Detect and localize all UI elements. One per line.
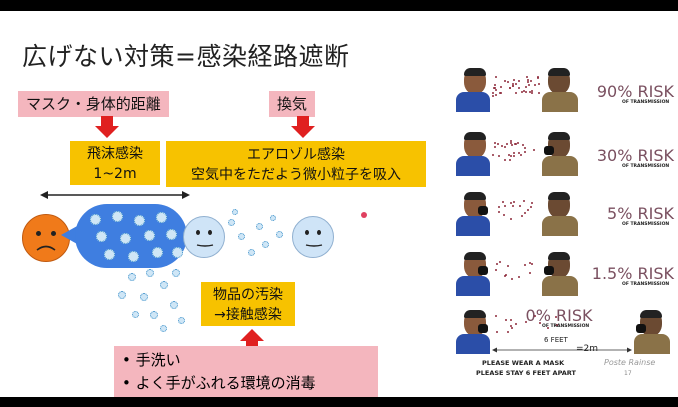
listener-icon bbox=[542, 252, 578, 296]
ventilation-label: 換気 bbox=[269, 91, 316, 117]
bullet-text: 手洗い bbox=[135, 351, 181, 369]
droplet-spray-icon bbox=[494, 314, 564, 336]
virus-particle-icon bbox=[144, 230, 155, 241]
six-feet-arrow-icon bbox=[492, 347, 632, 353]
speech-tail-icon bbox=[61, 225, 79, 245]
virus-particle-icon bbox=[172, 247, 183, 258]
droplet-spray-icon bbox=[492, 260, 536, 282]
risk-caption: OF TRANSMISSION bbox=[622, 164, 670, 169]
droplet-box: 飛沫感染 1~2m bbox=[70, 141, 160, 185]
virus-particle-icon bbox=[248, 249, 255, 256]
virus-particle-icon bbox=[166, 229, 177, 240]
contact-label: 物品の汚染 bbox=[213, 287, 283, 303]
risk-infographic: 90% RISK OF TRANSMISSION 30% RISK OF TRA… bbox=[444, 48, 678, 388]
virus-particle-icon bbox=[150, 311, 158, 319]
distance-notice: PLEASE STAY 6 FEET APART bbox=[476, 369, 576, 377]
bullet-mark: • bbox=[122, 374, 131, 392]
risk-value: 5% RISK bbox=[607, 204, 674, 223]
virus-particle-icon bbox=[128, 251, 139, 262]
virus-particle-icon bbox=[132, 311, 139, 318]
person-face-icon bbox=[183, 216, 225, 258]
distance-label: 6 FEET bbox=[544, 336, 568, 344]
virus-particle-icon bbox=[156, 212, 167, 223]
brand-logo: Poste Rainse bbox=[604, 358, 656, 367]
speaker-icon bbox=[456, 68, 492, 112]
slide: 広げない対策=感染経路遮断 マスク・身体的距離 換気 飛沫感染 1~2m エアロ… bbox=[0, 11, 678, 397]
risk-value: 90% RISK bbox=[596, 82, 674, 101]
bullet-mark: • bbox=[122, 351, 131, 369]
droplet-spray-icon bbox=[492, 140, 540, 162]
virus-particle-icon bbox=[178, 317, 185, 324]
virus-particle-icon bbox=[256, 223, 263, 230]
virus-particle-icon bbox=[134, 215, 145, 226]
risk-caption: OF TRANSMISSION bbox=[622, 282, 670, 287]
virus-particle-icon bbox=[112, 211, 123, 222]
virus-particle-icon bbox=[90, 214, 101, 225]
speaker-icon bbox=[456, 310, 492, 354]
speaker-icon bbox=[456, 192, 492, 236]
aerosol-label: エアロゾル感染 bbox=[247, 147, 345, 163]
mask-notice: PLEASE WEAR A MASK bbox=[482, 359, 565, 367]
bullet-item: • よく手がふれる環境の消毒 bbox=[122, 372, 370, 395]
page-number: 17 bbox=[624, 370, 632, 377]
virus-particle-icon bbox=[128, 273, 136, 281]
virus-particle-icon bbox=[96, 231, 107, 242]
virus-particle-icon bbox=[262, 241, 269, 248]
risk-caption: OF TRANSMISSION bbox=[622, 100, 670, 105]
virus-particle-icon bbox=[146, 269, 154, 277]
risk-value: 30% RISK bbox=[596, 146, 674, 165]
contact-box: 物品の汚染 →接触感染 bbox=[201, 282, 295, 326]
risk-caption: OF TRANSMISSION bbox=[622, 222, 670, 227]
aerosol-description: 空気中をただよう微小粒子を吸入 bbox=[191, 167, 401, 183]
listener-icon bbox=[542, 68, 578, 112]
listener-icon bbox=[634, 310, 670, 354]
risk-caption: OF TRANSMISSION bbox=[542, 324, 590, 329]
virus-particle-icon bbox=[120, 233, 131, 244]
risk-value: 0% RISK bbox=[525, 306, 593, 325]
person-face-icon bbox=[292, 216, 334, 258]
distance-meters: =2m bbox=[576, 344, 599, 354]
aerosol-box: エアロゾル感染 空気中をただよう微小粒子を吸入 bbox=[166, 141, 426, 187]
virus-particle-icon bbox=[152, 247, 163, 258]
distance-arrow-icon bbox=[40, 191, 190, 199]
bullet-item: • 手洗い bbox=[122, 349, 370, 372]
virus-particle-icon bbox=[232, 209, 238, 215]
virus-particle-icon bbox=[170, 301, 178, 309]
speaker-icon bbox=[456, 252, 492, 296]
mask-distance-label: マスク・身体的距離 bbox=[18, 91, 169, 117]
listener-icon bbox=[542, 132, 578, 176]
pointer-dot-icon bbox=[361, 212, 367, 218]
droplet-spray-icon bbox=[492, 76, 542, 98]
virus-particle-icon bbox=[160, 325, 167, 332]
virus-particle-icon bbox=[160, 281, 168, 289]
virus-particle-icon bbox=[140, 293, 148, 301]
risk-value: 1.5% RISK bbox=[591, 264, 674, 283]
virus-particle-icon bbox=[104, 249, 115, 260]
virus-particle-icon bbox=[228, 219, 235, 226]
virus-particle-icon bbox=[238, 233, 245, 240]
virus-particle-icon bbox=[270, 215, 276, 221]
hygiene-measures-box: • 手洗い • よく手がふれる環境の消毒 bbox=[114, 346, 378, 397]
droplet-spray-icon bbox=[492, 200, 536, 222]
virus-particle-icon bbox=[276, 231, 283, 238]
droplet-distance: 1~2m bbox=[93, 166, 137, 182]
speaker-icon bbox=[456, 132, 492, 176]
contact-transmission: →接触感染 bbox=[214, 307, 282, 323]
slide-title: 広げない対策=感染経路遮断 bbox=[22, 42, 350, 71]
bullet-text: よく手がふれる環境の消毒 bbox=[135, 374, 316, 392]
virus-particle-icon bbox=[118, 291, 126, 299]
listener-icon bbox=[542, 192, 578, 236]
droplet-label: 飛沫感染 bbox=[87, 146, 143, 162]
virus-particle-icon bbox=[172, 269, 180, 277]
